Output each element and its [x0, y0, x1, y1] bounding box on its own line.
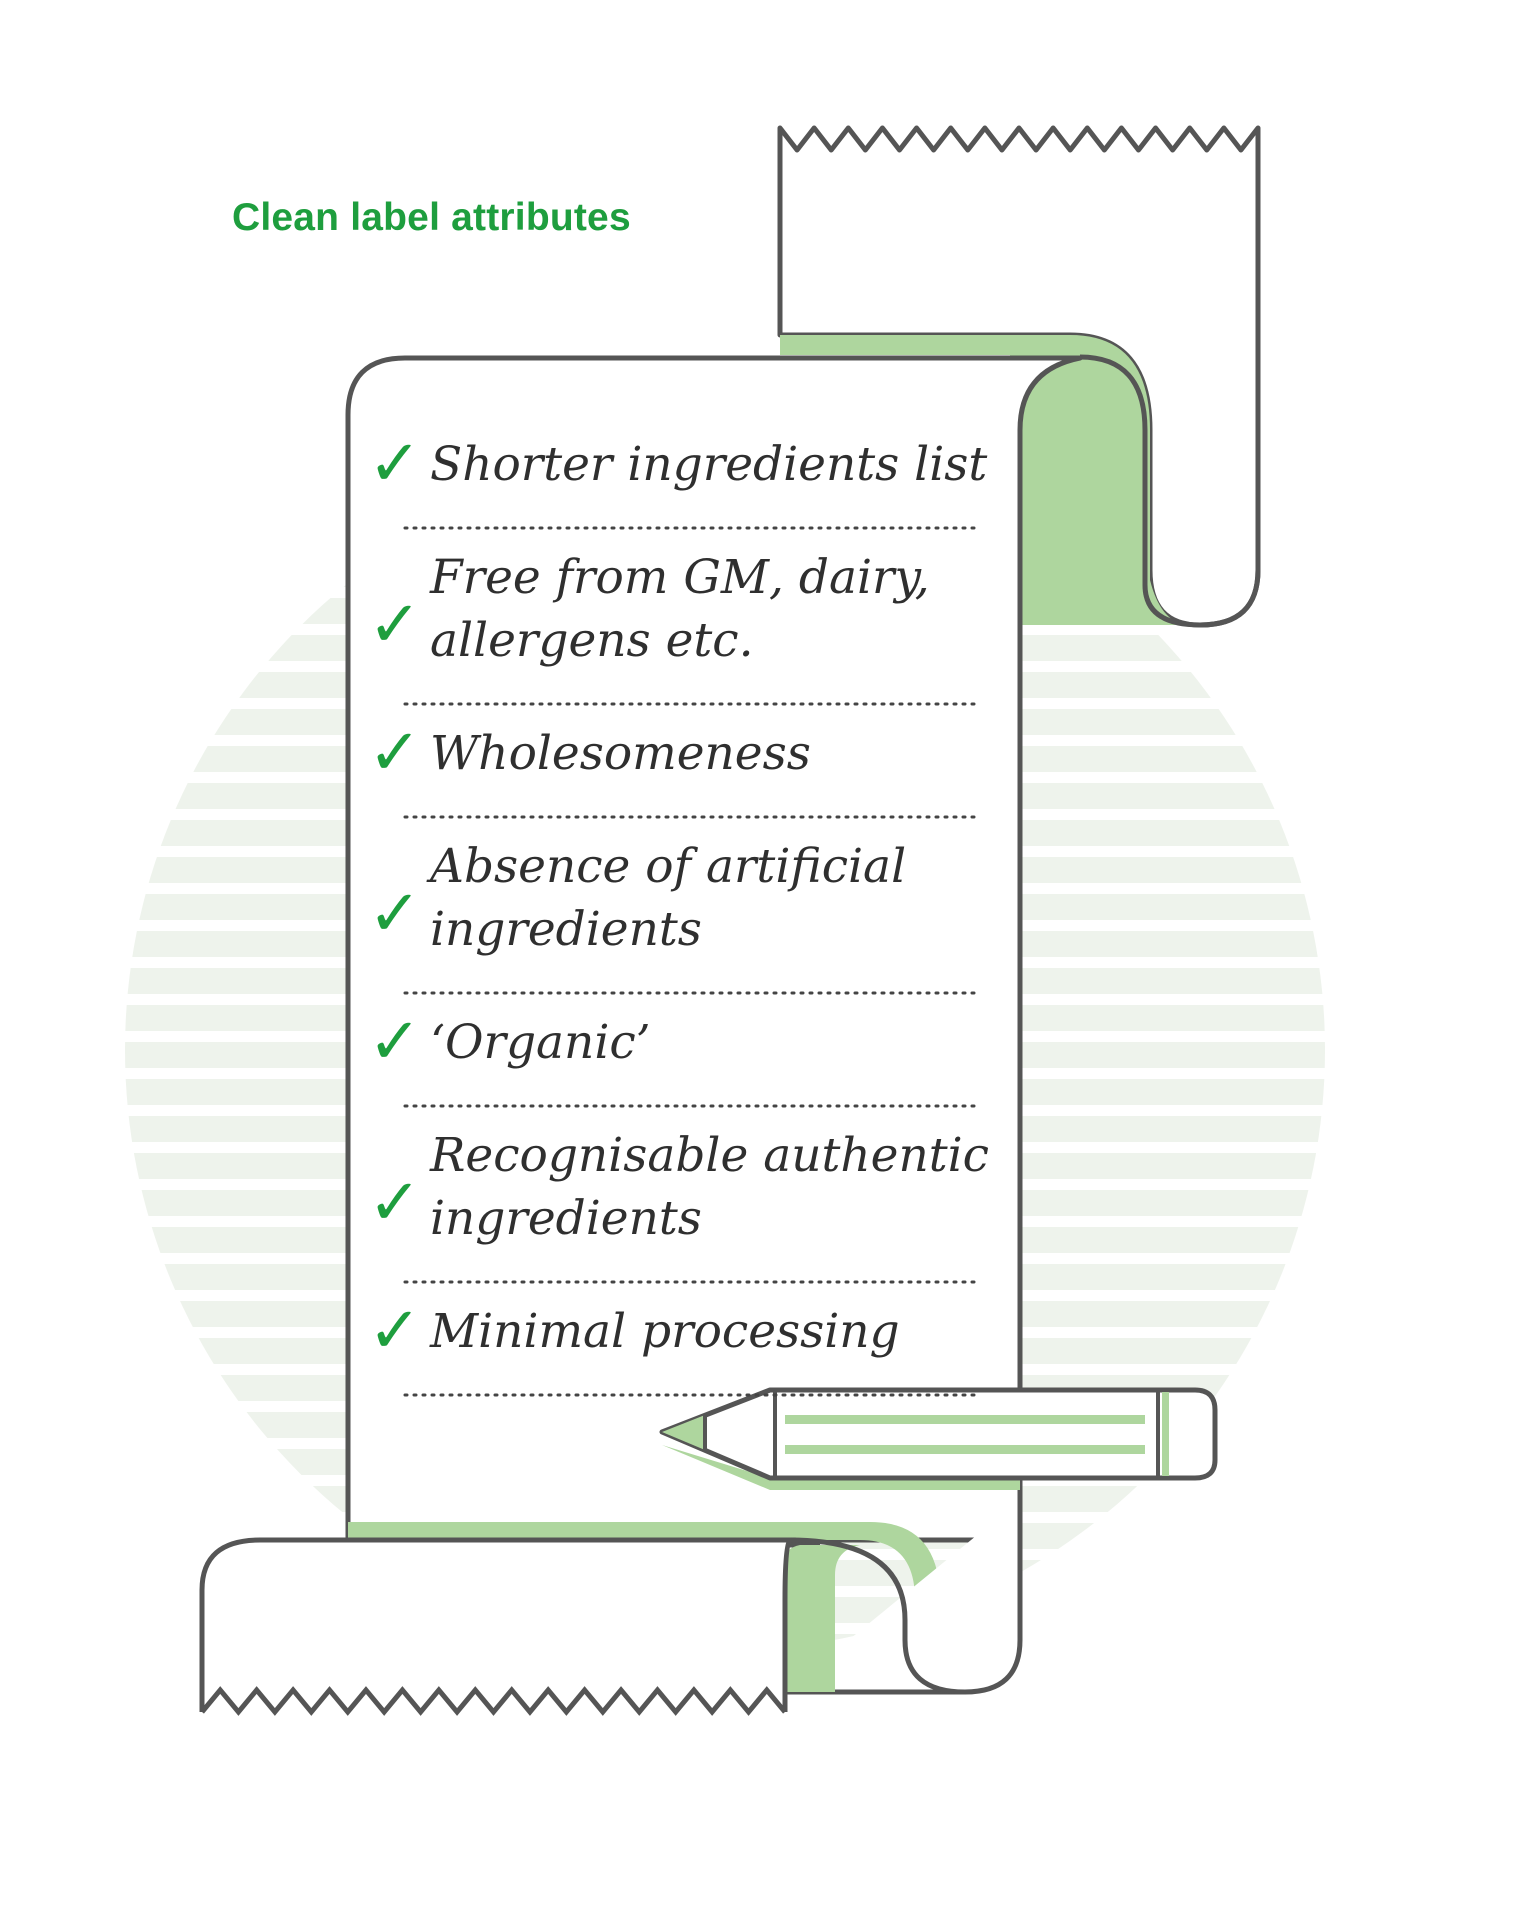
attribute-item: ✓Minimal processing — [368, 1294, 977, 1397]
checkmark-icon: ✓ — [368, 1005, 422, 1079]
checkmark-icon: ✓ — [368, 588, 422, 662]
attribute-text: Free from GM, dairy, — [429, 550, 930, 605]
attribute-item: ✓Wholesomeness — [368, 716, 977, 819]
attribute-list: ✓Shorter ingredients list✓Free from GM, … — [368, 427, 989, 1397]
checkmark-icon: ✓ — [368, 427, 422, 501]
paper-sheet — [345, 355, 1083, 1543]
pencil-icon — [659, 1387, 1218, 1490]
attribute-item: ✓Free from GM, dairy, allergens etc. — [368, 550, 977, 706]
attribute-text: ingredients — [430, 1191, 702, 1246]
top-scroll-roll — [777, 125, 1261, 628]
checkmark-icon: ✓ — [368, 1166, 422, 1240]
bottom-scroll-roll — [199, 1500, 1023, 1742]
attribute-item: ✓Shorter ingredients list — [368, 427, 987, 530]
attribute-item: ✓‘Organic’ — [368, 1005, 977, 1108]
attribute-item: ✓Absence of artificial ingredients — [368, 839, 977, 995]
checkmark-icon: ✓ — [368, 877, 422, 951]
attribute-text: ‘Organic’ — [430, 1015, 651, 1070]
checkmark-icon: ✓ — [368, 1294, 422, 1368]
attribute-text: Wholesomeness — [430, 726, 811, 781]
attribute-text: Shorter ingredients list — [430, 437, 987, 492]
diagram-title: Clean label attributes — [232, 196, 631, 239]
attribute-text: allergens etc. — [430, 613, 754, 668]
attribute-text: Recognisable authentic — [429, 1128, 989, 1183]
checkmark-icon: ✓ — [368, 716, 422, 790]
attribute-item: ✓Recognisable authentic ingredients — [368, 1128, 989, 1284]
attribute-text: ingredients — [430, 902, 702, 957]
attribute-text: Absence of artificial — [426, 839, 906, 894]
attribute-text: Minimal processing — [429, 1304, 900, 1359]
